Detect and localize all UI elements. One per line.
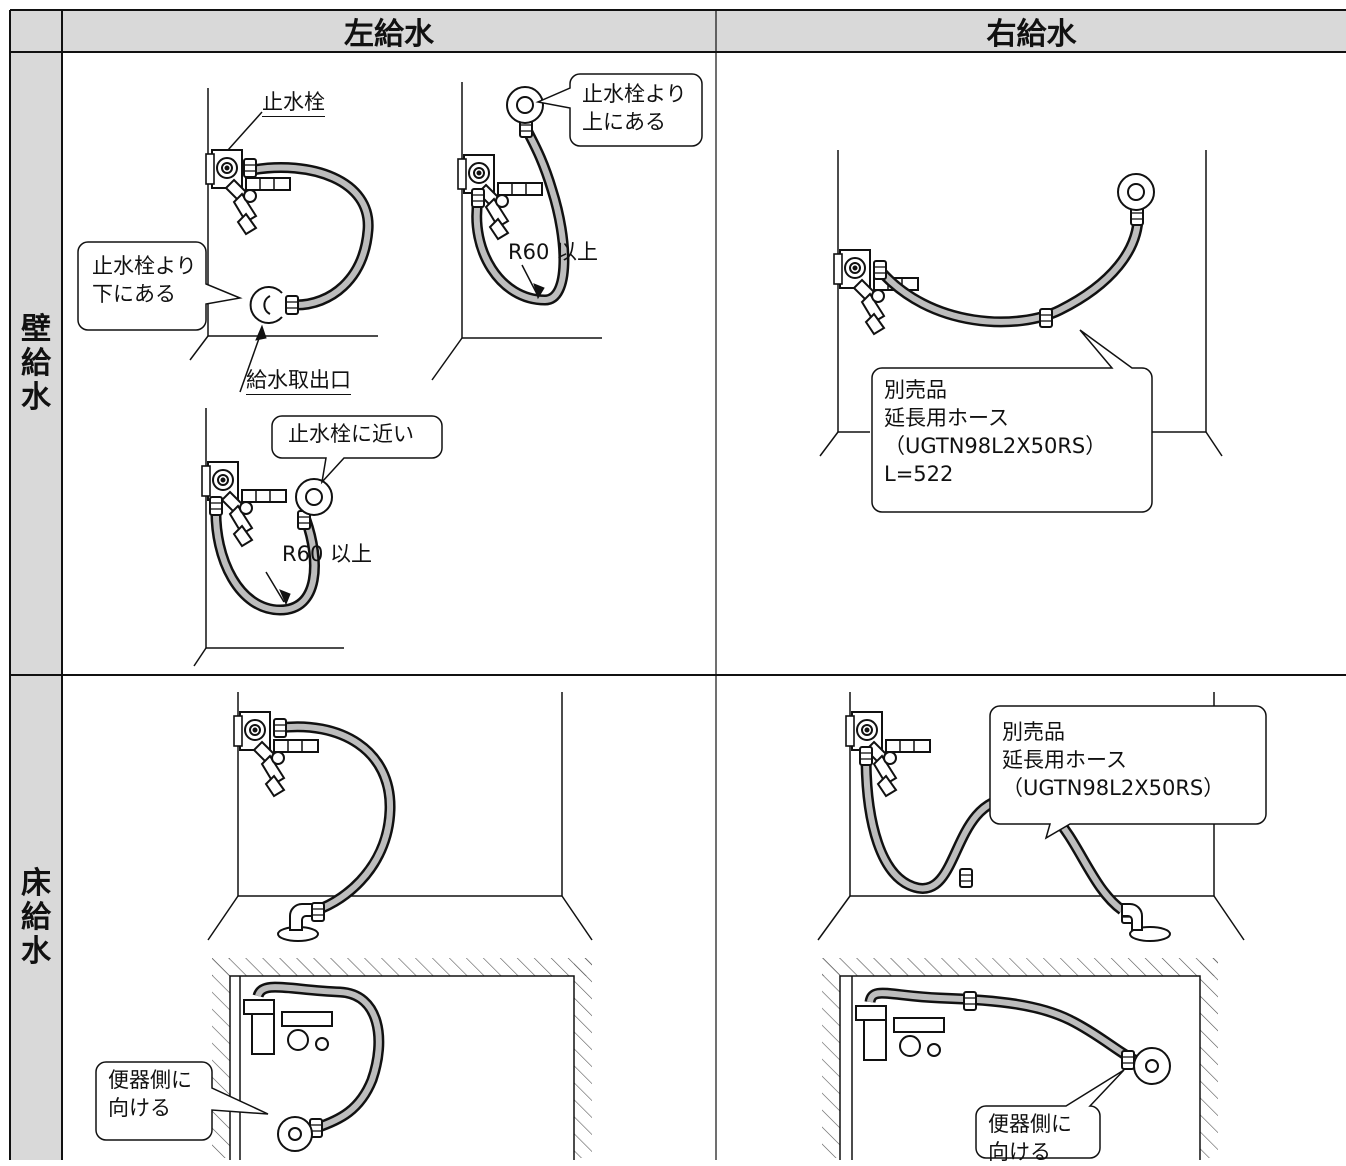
- bubble-toilet-side-left: 便器側に 向ける: [108, 1066, 192, 1122]
- bubble-above-line-1: 止水栓より: [582, 82, 687, 106]
- bubble-extension-hose-floor: 別売品 延長用ホース （UGTN98L2X50RS）: [1002, 718, 1224, 802]
- label-stop-valve: 止水栓: [262, 88, 325, 117]
- row-header-wall-char-1: 壁: [21, 311, 51, 347]
- bubble-floor-left-line-2: 向ける: [108, 1096, 171, 1120]
- bubble-wall-line-3: （UGTN98L2X50RS）: [884, 434, 1107, 458]
- bubble-below-line-2: 下にある: [92, 282, 176, 306]
- label-radius-top: R60 以上: [508, 240, 598, 264]
- bubble-toilet-side-right: 便器側に 向ける: [988, 1110, 1072, 1166]
- bubble-near-stop-valve: 止水栓に近い: [288, 420, 414, 448]
- wall-left-diagram-b: [431, 73, 703, 381]
- bubble-wall-line-1: 別売品: [884, 378, 947, 402]
- wall-left-diagram-c: [193, 408, 443, 667]
- bubble-floor-right-bottom-line-1: 便器側に: [988, 1112, 1072, 1136]
- bubble-floor-right-bottom-line-2: 向ける: [988, 1140, 1051, 1164]
- bubble-below-line-1: 止水栓より: [92, 254, 197, 278]
- bubble-above-line-2: 上にある: [582, 110, 666, 134]
- bubble-wall-line-4: L=522: [884, 462, 954, 486]
- row-header-floor: 床 給 水: [11, 676, 61, 1160]
- row-header-floor-char-1: 床: [21, 866, 51, 901]
- bubble-extension-hose-wall: 別売品 延長用ホース （UGTN98L2X50RS） L=522: [884, 376, 1106, 488]
- row-header-wall: 壁 給 水: [11, 53, 61, 674]
- bubble-floor-right-line-3: （UGTN98L2X50RS）: [1002, 776, 1225, 800]
- row-header-floor-char-2: 給: [21, 900, 51, 935]
- bubble-floor-right-line-1: 別売品: [1002, 720, 1065, 744]
- column-header-right: 右給水: [717, 11, 1346, 52]
- column-header-left: 左給水: [63, 11, 715, 52]
- floor-left-diagram: [95, 692, 593, 1160]
- bubble-below-stop-valve: 止水栓より 下にある: [92, 252, 197, 308]
- bubble-above-stop-valve: 止水栓より 上にある: [582, 80, 687, 136]
- floor-right-diagram: [817, 692, 1267, 1160]
- bubble-floor-left-line-1: 便器側に: [108, 1068, 192, 1092]
- bubble-floor-right-line-2: 延長用ホース: [1002, 748, 1127, 772]
- wall-left-diagram-a: [77, 88, 378, 393]
- row-header-wall-char-3: 水: [21, 379, 51, 415]
- row-header-wall-char-2: 給: [21, 345, 51, 381]
- label-radius-bottom: R60 以上: [282, 542, 372, 566]
- wall-right-diagram: [819, 150, 1223, 513]
- bubble-near-line-1: 止水栓に近い: [288, 422, 414, 446]
- label-water-outlet: 給水取出口: [246, 366, 351, 395]
- row-header-floor-char-3: 水: [21, 934, 51, 969]
- bubble-wall-line-2: 延長用ホース: [884, 406, 1009, 430]
